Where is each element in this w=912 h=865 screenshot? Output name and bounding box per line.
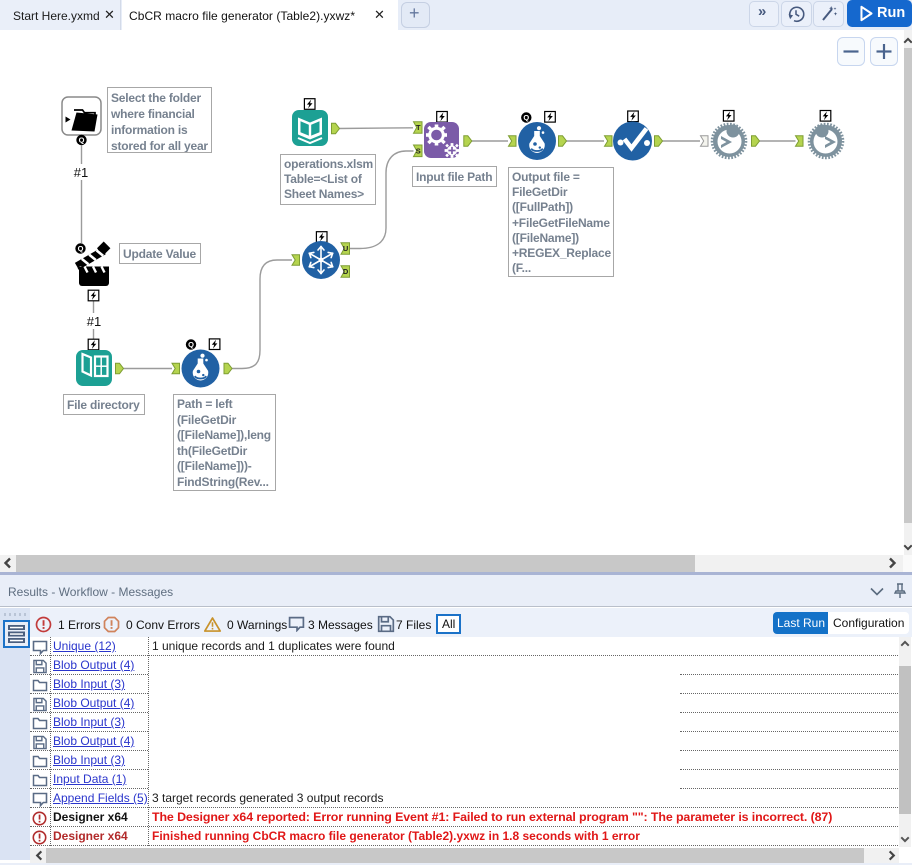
svg-text:S: S xyxy=(416,146,421,155)
svg-text:#1: #1 xyxy=(74,165,88,180)
svg-text:U: U xyxy=(343,244,348,253)
svg-text:#1: #1 xyxy=(87,314,101,329)
svg-text:D: D xyxy=(343,267,349,276)
svg-text:T: T xyxy=(416,123,421,132)
